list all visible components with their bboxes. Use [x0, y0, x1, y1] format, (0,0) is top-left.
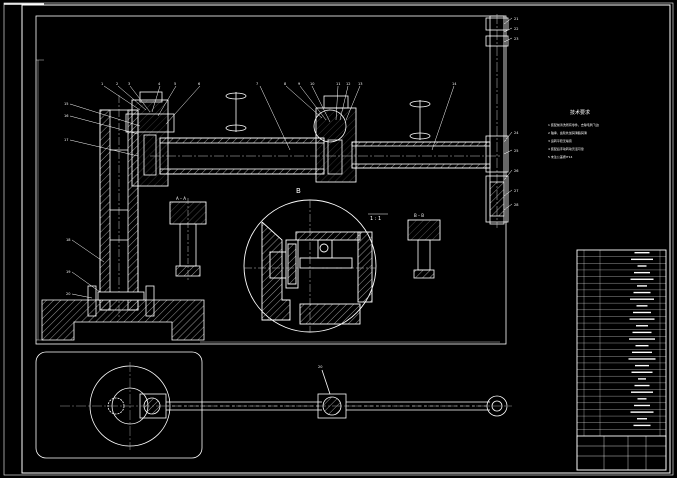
title-block — [576, 249, 667, 471]
beam-profiles — [225, 92, 431, 140]
parts-row-text-mark — [635, 364, 649, 367]
top-view-balloon: 20 — [318, 365, 322, 369]
svg-text:2: 2 — [116, 82, 118, 86]
svg-text:23: 23 — [514, 37, 518, 41]
svg-text:26: 26 — [514, 169, 518, 173]
svg-text:4: 4 — [158, 82, 161, 86]
parts-row-text-mark — [635, 344, 649, 347]
svg-text:28: 28 — [514, 203, 518, 207]
parts-row-text-mark — [632, 351, 652, 354]
svg-text:19: 19 — [66, 270, 70, 274]
note-item-1: 1 装配前清洗所有零件，去除毛刺飞边 — [548, 122, 599, 127]
parts-row-text-mark — [638, 378, 646, 380]
balloon-numbers: 1 2 3 4 5 6 7 8 9 10 11 12 13 14 15 16 1… — [64, 17, 519, 296]
parts-row-text-mark — [637, 285, 647, 287]
section-bb-label: B – B — [414, 213, 424, 218]
note-item-4: 4 装配后手动转动灵活可靠 — [548, 146, 584, 151]
svg-text:12: 12 — [346, 82, 350, 86]
parts-row-text-mark — [637, 418, 647, 420]
svg-text:3: 3 — [128, 82, 130, 86]
arm-second — [351, 141, 491, 169]
svg-text:1: 1 — [101, 82, 103, 86]
svg-text:6: 6 — [198, 82, 200, 86]
section-aa-label: A – A — [176, 196, 186, 201]
svg-text:24: 24 — [514, 131, 519, 135]
parts-list-text-marks — [628, 251, 656, 427]
parts-row-text-mark — [636, 305, 648, 307]
svg-text:18: 18 — [66, 238, 70, 242]
top-view-assembly — [60, 362, 512, 450]
parts-row-text-mark — [634, 251, 650, 254]
svg-text:5: 5 — [174, 82, 176, 86]
svg-text:9: 9 — [298, 82, 300, 86]
parts-row-text-mark — [634, 404, 650, 407]
parts-row-text-mark — [637, 265, 647, 267]
parts-row-text-mark — [629, 318, 655, 320]
parts-row-text-mark — [634, 384, 650, 387]
svg-text:15: 15 — [64, 102, 68, 106]
svg-text:17: 17 — [64, 138, 68, 142]
svg-text:14: 14 — [452, 82, 457, 86]
svg-text:8: 8 — [284, 82, 286, 86]
parts-row-text-mark — [630, 411, 654, 413]
sheet-frame — [3, 2, 674, 476]
elbow-joint — [313, 95, 357, 183]
section-bb-detail — [407, 219, 441, 279]
technical-notes: 技术要求 1 装配前清洗所有零件，去除毛刺飞边 2 轴承、齿轮处加润滑脂润滑 3… — [548, 109, 599, 159]
notes-title: 技术要求 — [570, 109, 590, 116]
front-view-frame — [35, 15, 507, 345]
svg-text:10: 10 — [310, 82, 314, 86]
parts-row-text-mark — [633, 311, 651, 314]
svg-text:20: 20 — [66, 292, 70, 296]
parts-row-text-mark — [632, 331, 652, 334]
svg-text:27: 27 — [514, 189, 518, 193]
parts-row-text-mark — [636, 325, 648, 327]
parts-row-text-mark — [629, 338, 655, 340]
svg-text:16: 16 — [64, 114, 68, 118]
parts-row-text-mark — [633, 291, 651, 294]
parts-row-text-mark — [634, 271, 650, 274]
note-item-3: 3 运转平稳无噪音 — [548, 138, 572, 143]
parts-row-text-mark — [631, 371, 653, 373]
section-aa-detail — [169, 198, 207, 280]
detail-b-circle — [243, 199, 377, 333]
note-item-2: 2 轴承、齿轮处加润滑脂润滑 — [548, 130, 587, 135]
svg-text:13: 13 — [358, 82, 362, 86]
svg-text:21: 21 — [514, 17, 518, 21]
top-view-base-outline — [35, 351, 203, 459]
leader-lines — [69, 17, 513, 299]
svg-text:11: 11 — [336, 82, 340, 86]
parts-row-text-mark — [633, 424, 651, 427]
detail-b-label: B — [296, 187, 301, 195]
parts-row-text-mark — [628, 358, 656, 360]
end-effector — [485, 14, 509, 228]
parts-row-text-mark — [637, 398, 647, 400]
parts-row-text-mark — [631, 391, 653, 393]
parts-row-text-mark — [630, 298, 654, 300]
parts-row-text-mark — [631, 258, 653, 261]
svg-text:22: 22 — [514, 27, 518, 31]
svg-text:7: 7 — [256, 82, 258, 86]
note-item-5: 5 未注公差按IT14 — [548, 154, 572, 159]
detail-scale-label: 1 : 1 — [370, 216, 381, 222]
base — [41, 285, 205, 341]
svg-text:25: 25 — [514, 149, 518, 153]
parts-row-text-mark — [630, 278, 654, 280]
dimension-lines — [36, 59, 500, 343]
